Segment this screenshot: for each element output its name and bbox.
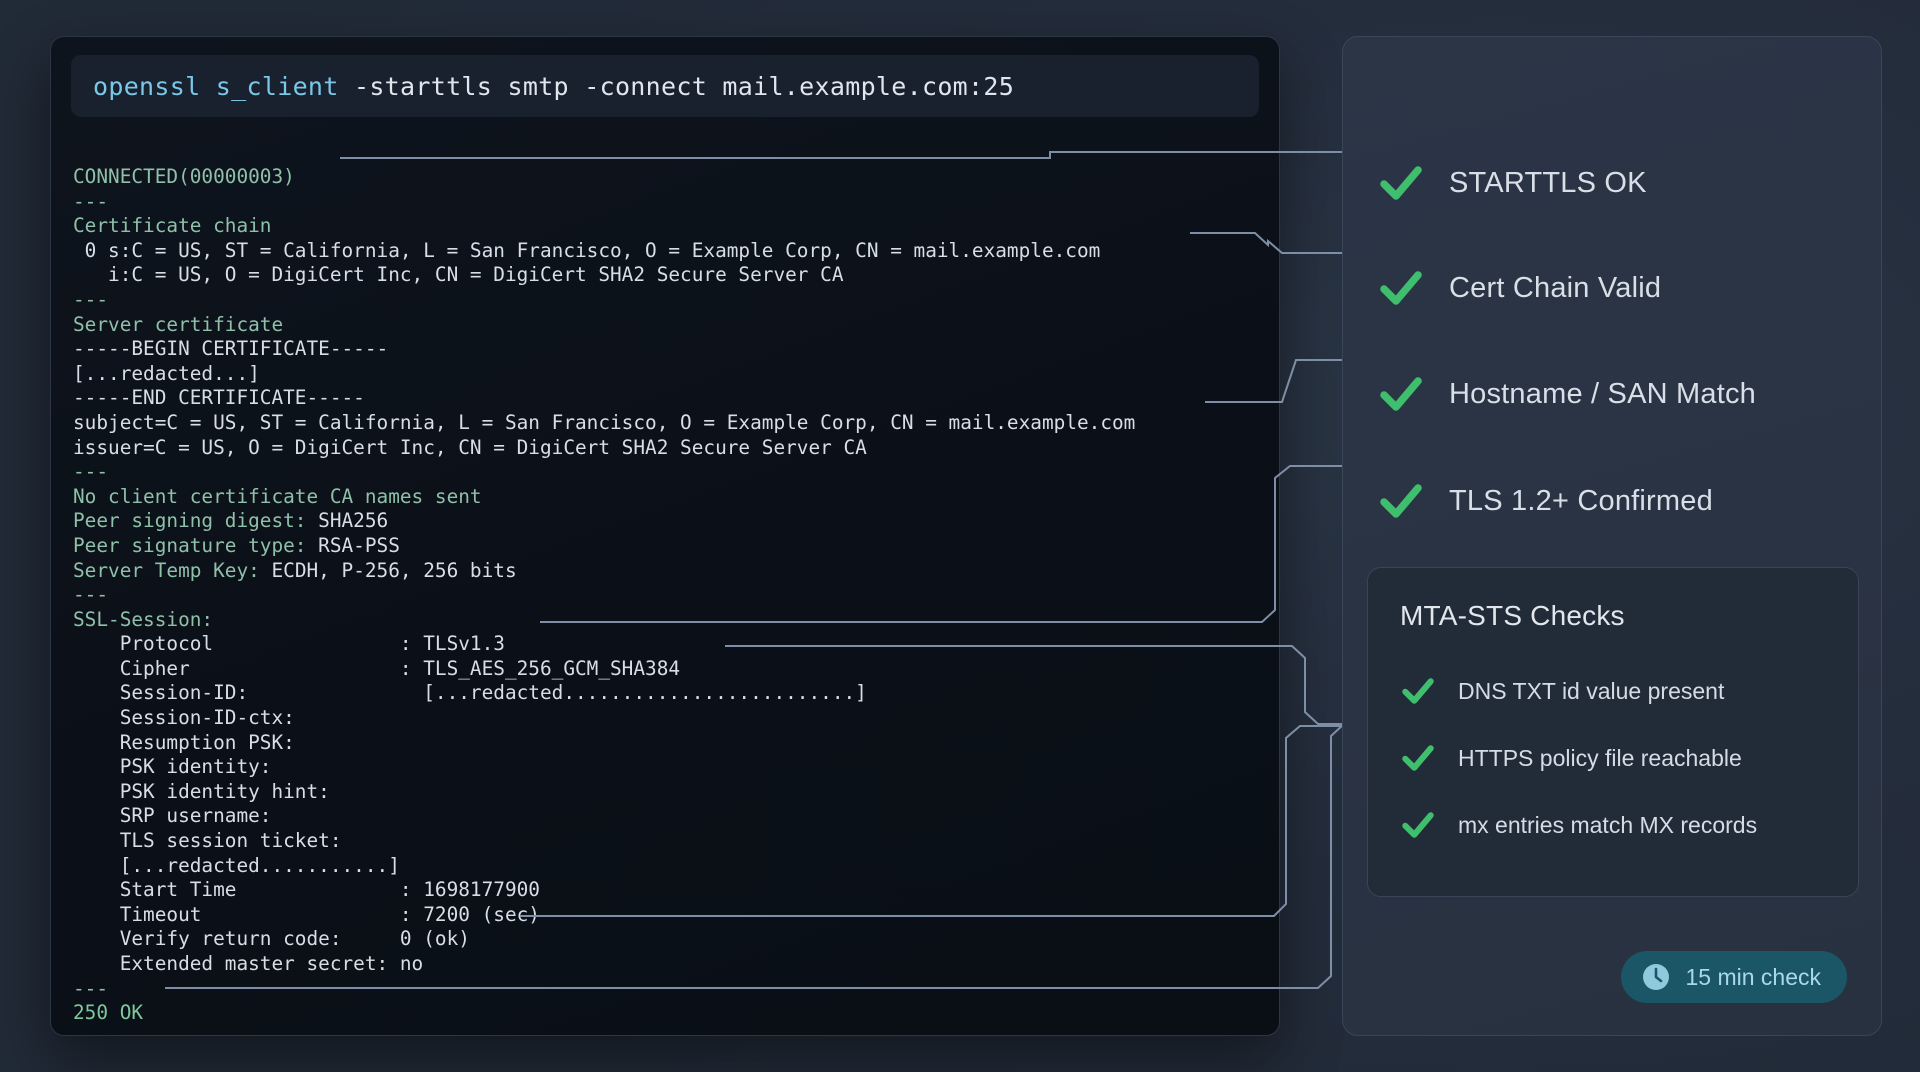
terminal-line: issuer=C = US, O = DigiCert Inc, CN = Di…: [73, 436, 1265, 461]
terminal-line: ---: [73, 460, 1265, 485]
command-keyword: openssl s_client: [93, 72, 339, 101]
terminal-line: Timeout : 7200 (sec): [73, 903, 1265, 928]
check-icon: [1377, 370, 1425, 418]
terminal-line: Start Time : 1698177900: [73, 878, 1265, 903]
check-label: Cert Chain Valid: [1449, 272, 1661, 305]
terminal-line: Cipher : TLS_AES_256_GCM_SHA384: [73, 657, 1265, 682]
terminal-line: subject=C = US, ST = California, L = San…: [73, 411, 1265, 436]
terminal-line: [...redacted...]: [73, 362, 1265, 387]
terminal-line: ---: [73, 977, 1265, 1002]
command-bar[interactable]: openssl s_client -starttls smtp -connect…: [71, 55, 1259, 117]
clock-icon: [1641, 962, 1671, 992]
interval-badge-label: 15 min check: [1685, 964, 1821, 991]
mta-row-https-policy[interactable]: HTTPS policy file reachable: [1400, 740, 1742, 776]
terminal-line: Resumption PSK:: [73, 731, 1265, 756]
terminal-line: Protocol : TLSv1.3: [73, 632, 1265, 657]
check-icon: [1377, 264, 1425, 312]
mta-item-label: mx entries match MX records: [1458, 812, 1757, 839]
check-label: TLS 1.2+ Confirmed: [1449, 485, 1713, 518]
terminal-line: PSK identity hint:: [73, 780, 1265, 805]
terminal-output: CONNECTED(00000003)---Certificate chain …: [73, 165, 1265, 1025]
terminal-line: SSL-Session:: [73, 608, 1265, 633]
mta-row-dns-txt[interactable]: DNS TXT id value present: [1400, 673, 1724, 709]
terminal-line: Session-ID-ctx:: [73, 706, 1265, 731]
mta-item-label: HTTPS policy file reachable: [1458, 745, 1742, 772]
terminal-line: SRP username:: [73, 804, 1265, 829]
interval-badge[interactable]: 15 min check: [1621, 951, 1847, 1003]
check-icon: [1400, 740, 1436, 776]
terminal-line: Extended master secret: no: [73, 952, 1265, 977]
terminal-line: ---: [73, 288, 1265, 313]
check-icon: [1377, 159, 1425, 207]
check-label: STARTTLS OK: [1449, 167, 1647, 200]
terminal-line: PSK identity:: [73, 755, 1265, 780]
terminal-line: No client certificate CA names sent: [73, 485, 1265, 510]
check-row-starttls[interactable]: STARTTLS OK: [1377, 159, 1647, 207]
terminal-line: Peer signing digest: SHA256: [73, 509, 1265, 534]
terminal-line: Certificate chain: [73, 214, 1265, 239]
results-panel: STARTTLS OK Cert Chain Valid Hostname / …: [1342, 36, 1882, 1036]
terminal-line: [...redacted...........]: [73, 854, 1265, 879]
terminal-line: 250 OK: [73, 1001, 1265, 1026]
terminal-line: ---: [73, 583, 1265, 608]
check-row-cert-chain[interactable]: Cert Chain Valid: [1377, 264, 1661, 312]
terminal-line: 0 s:C = US, ST = California, L = San Fra…: [73, 239, 1265, 264]
check-icon: [1400, 673, 1436, 709]
check-row-hostname[interactable]: Hostname / SAN Match: [1377, 370, 1756, 418]
terminal-window: openssl s_client -starttls smtp -connect…: [50, 36, 1280, 1036]
terminal-line: -----BEGIN CERTIFICATE-----: [73, 337, 1265, 362]
check-icon: [1400, 807, 1436, 843]
mta-sts-card: MTA-STS Checks DNS TXT id value present …: [1367, 567, 1859, 897]
terminal-line: ---: [73, 190, 1265, 215]
mta-row-mx-entries[interactable]: mx entries match MX records: [1400, 807, 1757, 843]
check-row-tls-version[interactable]: TLS 1.2+ Confirmed: [1377, 477, 1713, 525]
terminal-line: Server Temp Key: ECDH, P-256, 256 bits: [73, 559, 1265, 584]
terminal-line: CONNECTED(00000003): [73, 165, 1265, 190]
terminal-line: Peer signature type: RSA-PSS: [73, 534, 1265, 559]
mta-sts-title: MTA-STS Checks: [1400, 600, 1625, 632]
check-icon: [1377, 477, 1425, 525]
mta-item-label: DNS TXT id value present: [1458, 678, 1724, 705]
command-arguments: -starttls smtp -connect mail.example.com…: [339, 72, 1014, 101]
terminal-line: i:C = US, O = DigiCert Inc, CN = DigiCer…: [73, 263, 1265, 288]
terminal-line: Session-ID: [...redacted................…: [73, 681, 1265, 706]
terminal-line: Server certificate: [73, 313, 1265, 338]
check-label: Hostname / SAN Match: [1449, 378, 1756, 411]
terminal-line: -----END CERTIFICATE-----: [73, 386, 1265, 411]
terminal-line: Verify return code: 0 (ok): [73, 927, 1265, 952]
terminal-line: TLS session ticket:: [73, 829, 1265, 854]
